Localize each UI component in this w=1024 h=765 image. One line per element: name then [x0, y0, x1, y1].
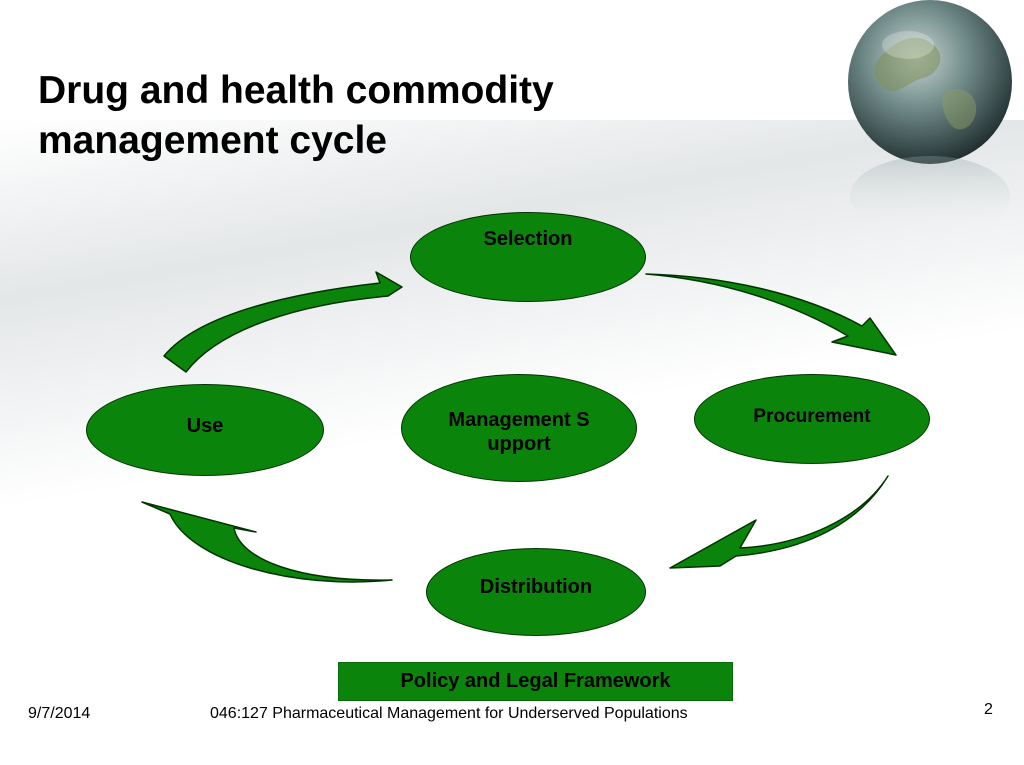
- node-procurement-label: Procurement: [753, 406, 871, 427]
- node-management-support: Management Support: [401, 374, 637, 482]
- node-use: Use: [86, 384, 324, 476]
- node-distribution: Distribution: [426, 548, 646, 636]
- title-line-1: Drug and health commodity: [38, 69, 554, 112]
- footer-page-number: 2: [984, 701, 993, 718]
- footer-date: 9/7/2014: [28, 705, 91, 722]
- node-selection: Selection: [410, 212, 646, 302]
- slide-title: Drug and health commodity management cyc…: [38, 66, 738, 166]
- node-selection-label: Selection: [483, 228, 573, 250]
- node-management-support-label: Management Support: [448, 409, 590, 455]
- node-use-label: Use: [186, 415, 224, 437]
- node-procurement: Procurement: [694, 374, 930, 464]
- policy-framework-bar: Policy and Legal Framework: [338, 662, 733, 701]
- arrow-procurement-to-distribution: [669, 475, 889, 569]
- arrow-distribution-to-use: [141, 501, 393, 583]
- title-line-2: management cycle: [38, 119, 388, 162]
- footer-course: 046:127 Pharmaceutical Management for Un…: [210, 705, 688, 722]
- globe-icon: [848, 0, 1012, 236]
- arrow-use-to-selection: [163, 271, 403, 373]
- node-distribution-label: Distribution: [479, 576, 593, 598]
- arrow-selection-to-procurement: [645, 273, 897, 356]
